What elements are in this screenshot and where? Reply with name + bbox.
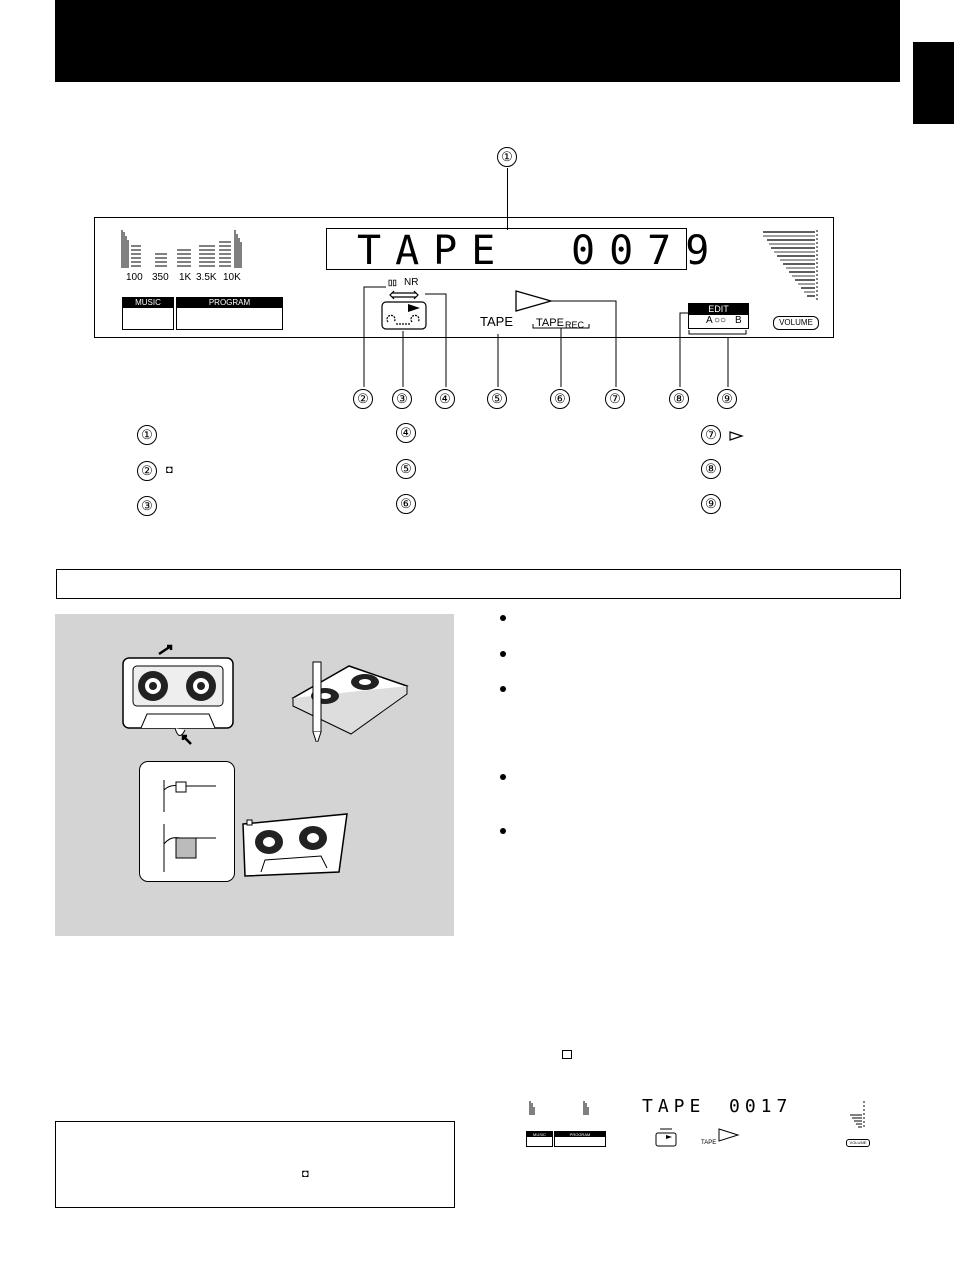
nr-label: NR bbox=[404, 277, 419, 288]
callout-8: ⑧ bbox=[669, 389, 689, 409]
eq-bars bbox=[121, 230, 242, 268]
note-box: ◘ bbox=[55, 1121, 455, 1208]
ab-box: A ○○ B bbox=[688, 315, 749, 329]
legend-5: ⑤ bbox=[396, 459, 416, 479]
mini-eq-bars bbox=[529, 1101, 589, 1115]
play-triangle-icon bbox=[515, 290, 554, 312]
mini-music-box: MUSIC bbox=[526, 1131, 553, 1147]
mini-cassette-icon bbox=[655, 1128, 677, 1147]
cassette-illustration-panel bbox=[55, 614, 454, 936]
mini-display-main-text: TAPE bbox=[642, 1096, 706, 1117]
mini-play-triangle-icon bbox=[718, 1128, 740, 1142]
legend-9: ⑨ bbox=[701, 494, 721, 514]
legend-8: ⑧ bbox=[701, 459, 721, 479]
legend-3: ③ bbox=[137, 496, 157, 516]
program-box: PROGRAM bbox=[176, 297, 283, 330]
callout-6: ⑥ bbox=[550, 389, 570, 409]
callout-5: ⑤ bbox=[487, 389, 507, 409]
eq-freq-1k: 1K bbox=[179, 272, 192, 283]
music-box: MUSIC bbox=[122, 297, 174, 330]
note-dolby-icon: ◘ bbox=[302, 1168, 309, 1180]
eq-freq-3-5k: 3.5K bbox=[196, 272, 217, 283]
stop-square-icon bbox=[562, 1050, 572, 1059]
bullet-4 bbox=[500, 774, 506, 780]
mini-program-label: PROGRAM bbox=[555, 1132, 605, 1137]
legend-7-play-icon bbox=[729, 431, 744, 441]
mini-volume-bars bbox=[850, 1101, 865, 1129]
cassette-pencil-illustration bbox=[291, 661, 409, 742]
bullet-2 bbox=[500, 651, 506, 657]
callout-leaders bbox=[363, 286, 747, 387]
display-main-text: TAPE bbox=[357, 228, 510, 274]
eq-freq-10k: 10K bbox=[223, 272, 241, 283]
display-counter: 0079 bbox=[571, 228, 724, 274]
callout-7: ⑦ bbox=[605, 389, 625, 409]
erase-tab-detail bbox=[139, 761, 235, 882]
music-label: MUSIC bbox=[123, 298, 173, 308]
side-tab bbox=[913, 42, 954, 124]
legend-2-dolby-icon: ◘ bbox=[166, 464, 173, 476]
erase-tab-detail-drawing bbox=[163, 780, 216, 872]
display-panel: 100 350 1K 3.5K 10K MUSIC PROGRAM TAPE 0… bbox=[94, 217, 834, 338]
eq-freq-350: 350 bbox=[152, 272, 169, 283]
bullet-1 bbox=[500, 615, 506, 621]
legend-4: ④ bbox=[396, 423, 416, 443]
callout-3: ③ bbox=[392, 389, 412, 409]
mini-music-label: MUSIC bbox=[527, 1132, 552, 1137]
mini-tape-label: TAPE bbox=[701, 1140, 717, 1146]
ab-a-label: A bbox=[706, 315, 713, 326]
section-title-box bbox=[56, 569, 901, 599]
tape-label: TAPE bbox=[480, 314, 513, 329]
volume-bars bbox=[763, 230, 818, 300]
legend-6: ⑥ bbox=[396, 494, 416, 514]
callout-9: ⑨ bbox=[717, 389, 737, 409]
callout-4: ④ bbox=[435, 389, 455, 409]
mini-volume-label: VOLUME bbox=[846, 1139, 870, 1147]
tape-rec-tape-label: TAPE bbox=[536, 317, 564, 329]
cassette-tab-illustration bbox=[242, 813, 348, 877]
cassette-icon bbox=[381, 290, 427, 330]
cassette-front-illustration bbox=[122, 644, 234, 745]
callout-2: ② bbox=[353, 389, 373, 409]
bullet-3 bbox=[500, 686, 506, 692]
dolby-icon: ▯▯ bbox=[388, 278, 397, 287]
mini-display-counter: 0017 bbox=[729, 1096, 793, 1117]
ab-b-label: B bbox=[735, 315, 742, 326]
segment-display: TAPE 0079 bbox=[326, 228, 709, 274]
header-bar bbox=[55, 0, 900, 82]
ab-loop-icon: ○○ bbox=[714, 315, 727, 326]
eq-freq-100: 100 bbox=[126, 272, 143, 283]
callout-1-leader bbox=[507, 168, 508, 230]
program-label: PROGRAM bbox=[177, 298, 282, 308]
legend-7: ⑦ bbox=[701, 425, 721, 445]
legend-1: ① bbox=[137, 425, 157, 445]
mini-program-box: PROGRAM bbox=[554, 1131, 606, 1147]
mini-display: TAPE 0017 MUSIC PROGRAM TAPE VOLUME bbox=[526, 1097, 870, 1151]
callout-1: ① bbox=[497, 147, 517, 167]
legend-2: ② bbox=[137, 461, 157, 481]
tape-rec-rec-label: REC bbox=[565, 320, 585, 330]
edit-label: EDIT bbox=[688, 303, 749, 315]
bullet-5 bbox=[500, 828, 506, 834]
volume-label: VOLUME bbox=[773, 316, 819, 330]
